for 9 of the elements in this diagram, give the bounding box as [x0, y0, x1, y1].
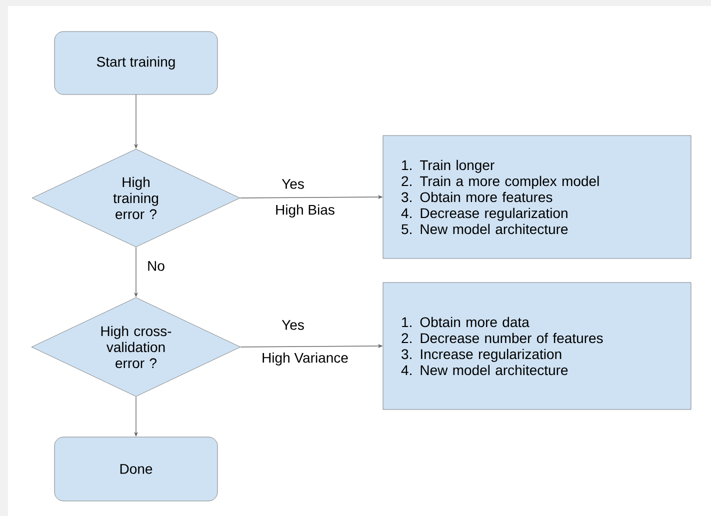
- edge-label: No: [148, 261, 164, 271]
- terminal-box: Done: [54, 436, 218, 502]
- diagnosis-label: High Variance: [262, 352, 348, 366]
- edge-label: Yes: [282, 320, 304, 330]
- action-list-box: 1. Train longer 2. Train a more complex model 3. Obtain more features 4. Decrease regularization 5. New model architecture: [382, 135, 692, 259]
- terminal-box: Start training: [54, 31, 218, 95]
- edge-label: Yes: [282, 179, 304, 189]
- action-list-box: 1. Obtain more data 2. Decrease number of features 3. Increase regularization 4. New model architecture: [382, 282, 692, 410]
- diagnosis-label: High Bias: [276, 204, 334, 218]
